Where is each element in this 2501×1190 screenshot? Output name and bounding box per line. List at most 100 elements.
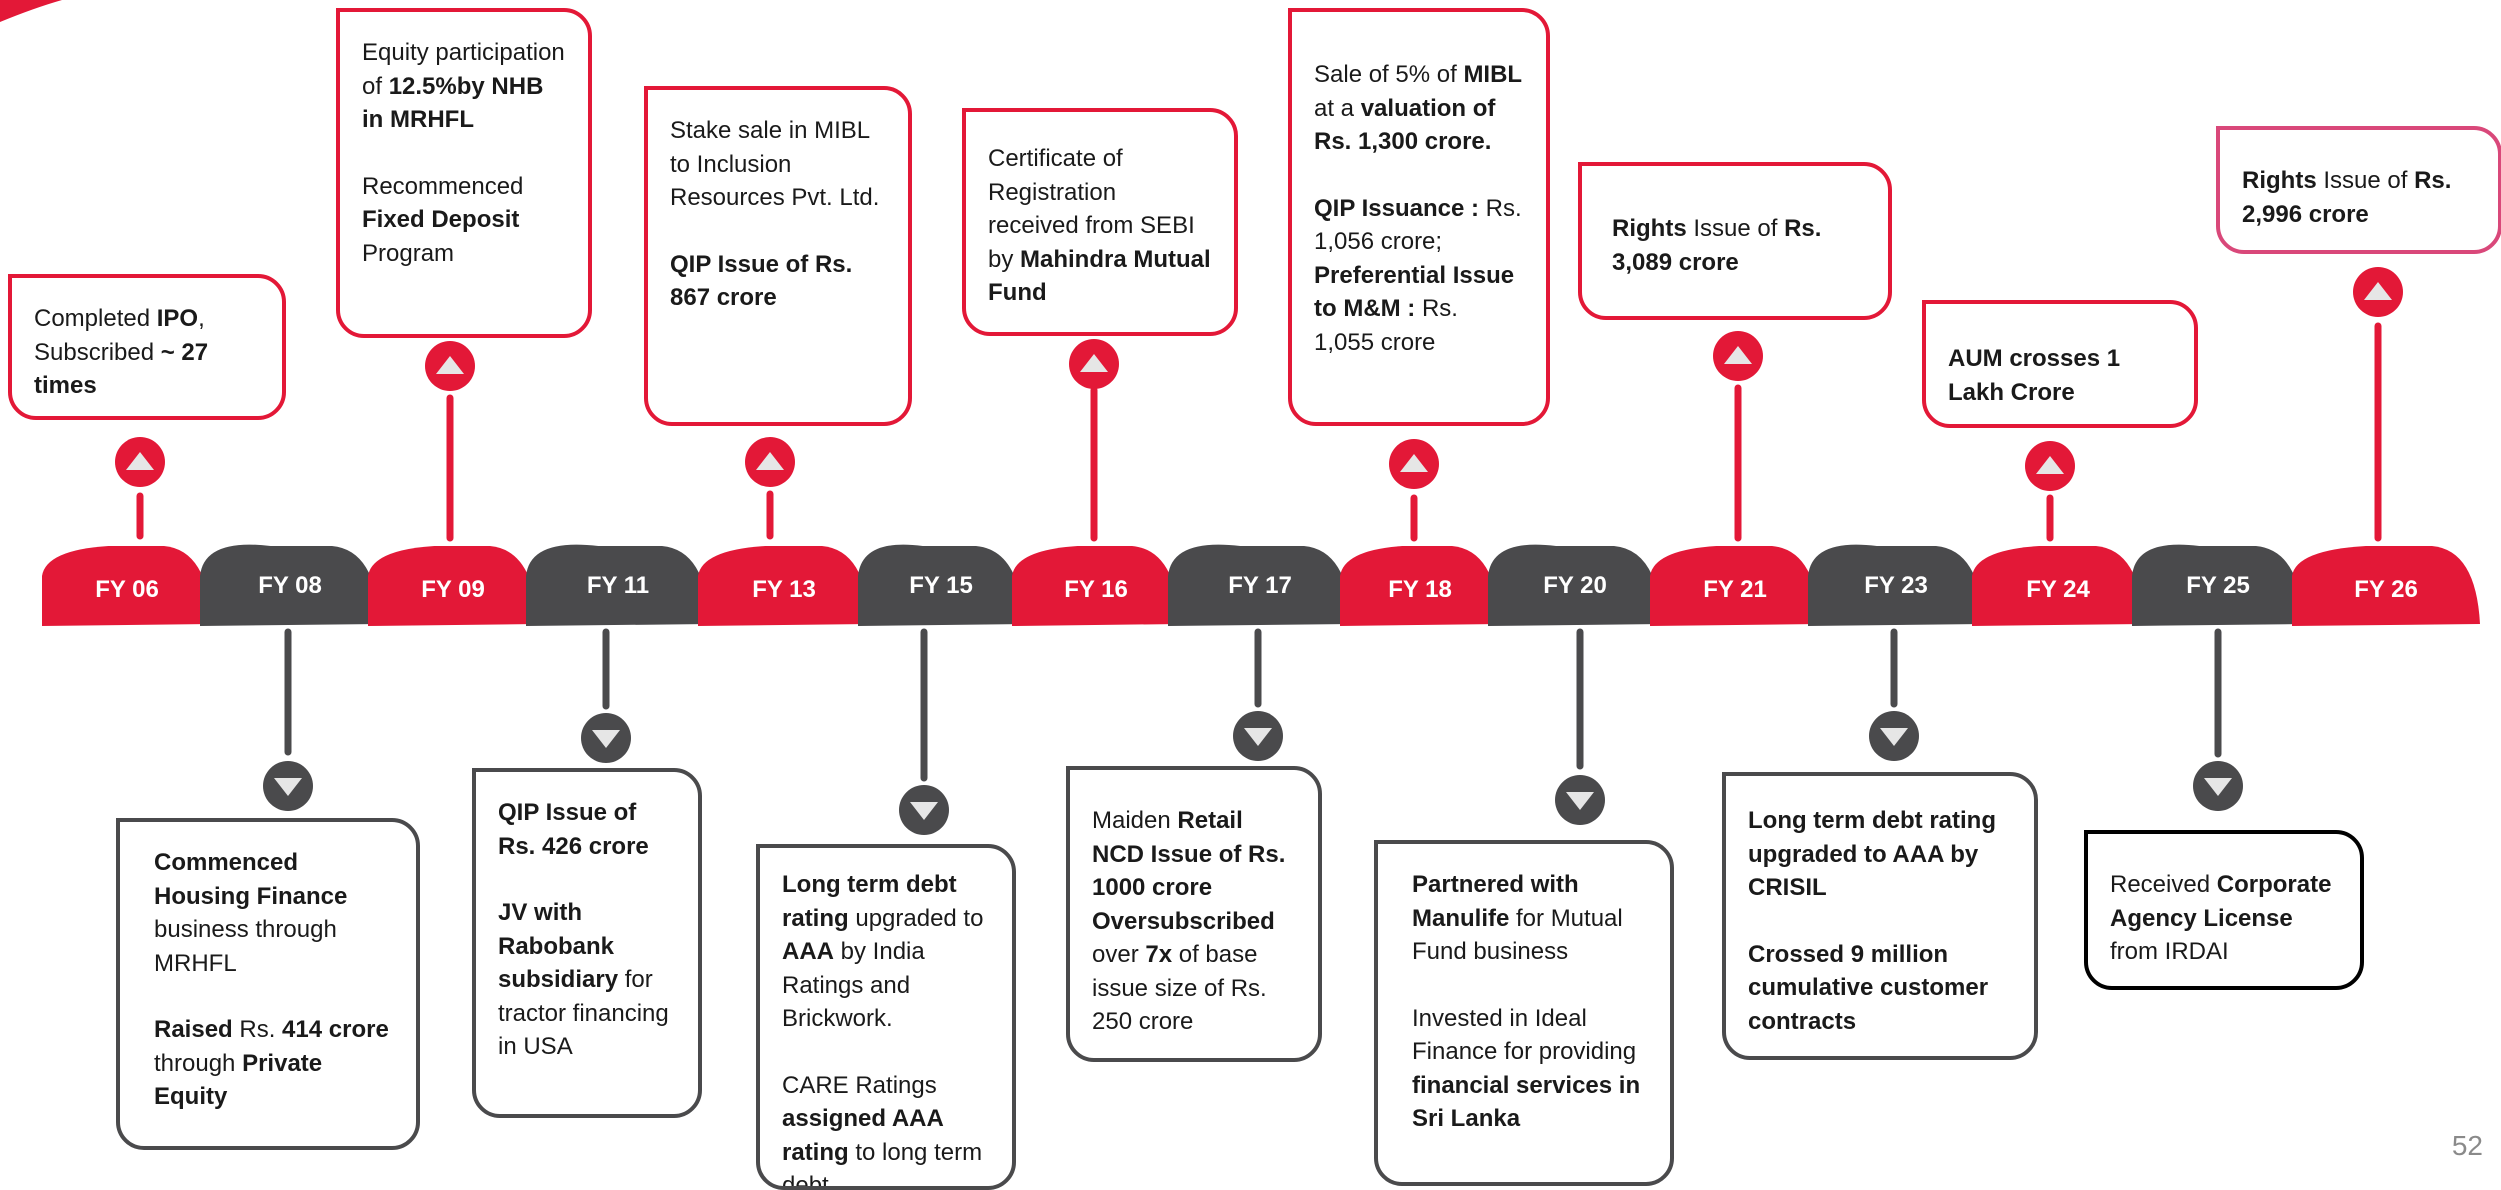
timeline-segment-fy18: [1340, 546, 1500, 626]
milestone-text: Sale of 5% of MIBL at a valuation of Rs.…: [1314, 58, 1524, 159]
milestone-text: Equity participation of 12.5%by NHB in M…: [362, 36, 566, 137]
milestone-text-run: for tractor financing in USA: [498, 966, 669, 1060]
milestone-text-run: Sale of 5% of: [1314, 61, 1464, 88]
milestone-text-run: Preferential Issue to M&M :: [1314, 261, 1515, 323]
milestone-text-run: Private Equity: [154, 1049, 323, 1111]
milestone-text-run: Mahindra Mutual Fund: [988, 245, 1211, 307]
milestone-text-run: CARE Ratings: [782, 1071, 937, 1099]
arrow-glyph: [592, 730, 620, 748]
arrow-glyph: [1400, 454, 1428, 472]
timeline-year-label: FY 17: [1228, 572, 1292, 599]
milestone-fy21: Rights Issue of Rs. 3,089 crore: [1578, 162, 1892, 320]
timeline-year-label: FY 18: [1388, 576, 1452, 603]
milestone-fy11: QIP Issue of Rs. 426 crore JV with Raboba…: [472, 768, 702, 1118]
milestone-text-run: ~ 27 times: [34, 338, 209, 400]
milestone-text: AUM crosses 1 Lakh Crore: [1948, 342, 2172, 409]
milestone-text-run: assigned AAA rating: [782, 1105, 943, 1166]
milestone-text-run: for Mutual Fund business: [1412, 904, 1623, 966]
milestone-fy13: Stake sale in MIBL to Inclusion Resource…: [644, 86, 912, 426]
milestone-text-run: through: [154, 1049, 243, 1077]
timeline-year-label: FY 16: [1064, 576, 1128, 603]
arrow-glyph: [756, 452, 784, 470]
timeline-segment-fy26: [2292, 546, 2480, 626]
page-number: 52: [2451, 1130, 2483, 1161]
milestone-text-run: MIBL: [1463, 61, 1523, 88]
timeline-segment-fy20: [1488, 544, 1662, 626]
milestone-text-run: Rs.: [232, 1016, 283, 1043]
milestone-text: Stake sale in MIBL to Inclusion Resource…: [670, 114, 886, 215]
timeline-segment-fy06: [42, 546, 212, 626]
milestone-text: Long term debt rating upgraded to AAA by…: [782, 868, 990, 1036]
timeline-year-label: FY 13: [752, 576, 816, 603]
milestone-text: Recommenced Fixed Deposit Program: [362, 170, 566, 271]
milestone-text: Commenced Housing Finance business throu…: [154, 846, 394, 980]
milestone-text-run: QIP Issue of Rs. 426 crore: [498, 799, 649, 860]
milestone-text: Partnered with Manulife for Mutual Fund …: [1412, 868, 1648, 969]
milestone-text-run: QIP Issue of Rs. 867 crore: [670, 250, 853, 312]
milestone-text-run: Issue of: [2316, 167, 2415, 194]
milestone-text-run: Corporate Agency License: [2110, 871, 2332, 932]
milestone-fy06: Completed IPO, Subscribed ~ 27 times: [8, 274, 286, 420]
milestone-fy24: AUM crosses 1 Lakh Crore: [1922, 300, 2198, 428]
arrow-glyph: [2204, 778, 2232, 796]
milestone-text-run: IPO: [156, 305, 199, 332]
timeline-year-label: FY 26: [2354, 576, 2418, 603]
milestone-text-run: Program: [362, 239, 455, 267]
milestone-text-run: Partnered with Manulife: [1412, 871, 1579, 932]
milestone-text-run: to long term debt: [782, 1138, 983, 1190]
milestone-text-run: 12.5%by NHB in MRHFL: [362, 72, 544, 134]
timeline-year-label: FY 24: [2026, 576, 2090, 603]
milestone-text-run: Retail NCD Issue of Rs. 1000 crore Overs…: [1092, 807, 1286, 935]
arrow-glyph: [2036, 456, 2064, 474]
milestone-text-run: Rs. 3,089 crore: [1612, 215, 1822, 276]
timeline-segment-fy11: [526, 544, 710, 626]
arrow-glyph: [2364, 282, 2392, 300]
milestone-text-run: business through MRHFL: [154, 916, 337, 977]
milestone-text: QIP Issuance : Rs. 1,056 crore; Preferen…: [1314, 192, 1524, 360]
milestone-text-run: Long term debt rating: [782, 871, 957, 932]
milestone-text-run: by India Ratings and Brickwork.: [782, 938, 925, 1032]
milestone-text: Completed IPO, Subscribed ~ 27 times: [34, 302, 260, 403]
milestone-text-run: 414 crore: [282, 1016, 389, 1043]
milestone-fy17: Maiden Retail NCD Issue of Rs. 1000 cror…: [1066, 766, 1322, 1062]
milestone-text: Raised Rs. 414 crore through Private Equ…: [154, 1013, 394, 1114]
milestone-text-run: Received: [2110, 871, 2217, 898]
milestone-fy08: Commenced Housing Finance business throu…: [116, 818, 420, 1150]
timeline-segment-fy21: [1650, 546, 1820, 626]
milestone-text-run: upgraded to: [848, 904, 984, 932]
milestone-fy25: Received Corporate Agency License from I…: [2084, 830, 2364, 990]
milestone-text-run: at a: [1314, 94, 1361, 122]
timeline-year-label: FY 08: [258, 572, 322, 599]
milestone-text: Rights Issue of Rs. 3,089 crore: [1612, 212, 1866, 279]
milestone-text: CARE Ratings assigned AAA rating to long…: [782, 1069, 990, 1190]
timeline-segment-fy25: [2132, 544, 2304, 626]
timeline-year-label: FY 23: [1864, 572, 1928, 599]
arrow-glyph: [1080, 354, 1108, 372]
milestone-text-run: Invested in Ideal Finance for providing: [1412, 1004, 1637, 1066]
milestone-text-run: valuation of Rs. 1,300 crore.: [1314, 94, 1496, 156]
arrow-glyph: [1724, 346, 1752, 364]
arrow-glyph: [1566, 792, 1594, 810]
timeline-segment-fy09: [368, 546, 538, 626]
timeline-year-label: FY 20: [1543, 572, 1607, 599]
milestone-text-run: Commenced Housing Finance: [154, 849, 348, 910]
milestone-text: QIP Issue of Rs. 867 crore: [670, 248, 886, 315]
milestone-text: Certificate of Registration received fro…: [988, 142, 1212, 310]
milestone-fy15: Long term debt rating upgraded to AAA by…: [756, 844, 1016, 1190]
milestone-text-run: 7x: [1145, 941, 1173, 968]
timeline-segment-fy24: [1972, 546, 2144, 626]
milestone-text-run: JV with Rabobank subsidiary: [498, 899, 619, 993]
arrow-glyph: [910, 802, 938, 820]
milestone-text: Long term debt rating upgraded to AAA by…: [1748, 804, 2012, 905]
milestone-text-run: AUM crosses 1 Lakh Crore: [1948, 345, 2121, 406]
milestone-text-run: over: [1092, 941, 1146, 968]
timeline-year-label: FY 21: [1703, 576, 1767, 603]
timeline-segment-fy08: [200, 544, 380, 626]
milestone-text-run: Equity participation of: [362, 39, 565, 100]
milestone-text: Received Corporate Agency License from I…: [2110, 868, 2338, 969]
milestone-text-run: from IRDAI: [2110, 938, 2229, 965]
milestone-text-run: Rs. 2,996 crore: [2242, 167, 2452, 228]
timeline-segment-fy15: [858, 544, 1024, 626]
